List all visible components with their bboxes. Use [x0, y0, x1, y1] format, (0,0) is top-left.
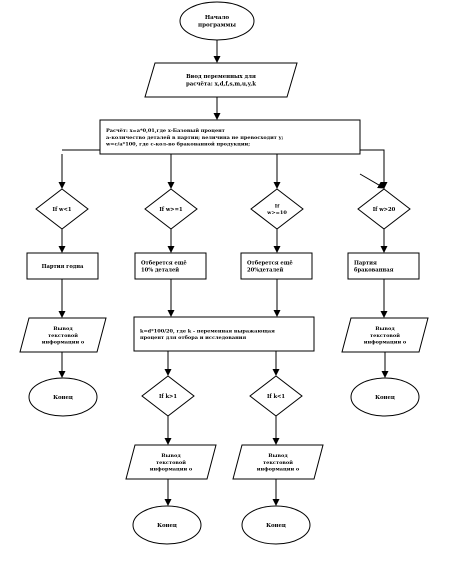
node-dec5-decision: If k>1	[141, 375, 195, 417]
node-out4-label: информации о	[364, 339, 407, 346]
node-dec6-label: If k<1	[267, 394, 285, 400]
node-dec4-decision: If w>20	[357, 188, 411, 230]
node-calc-shape	[99, 119, 361, 155]
node-out4-label: текстовой	[370, 332, 400, 339]
node-start-label: Начало	[205, 15, 230, 21]
node-out1-shape	[19, 317, 107, 353]
node-end1-label: Конец	[53, 395, 73, 401]
connector-calc-to-dec4	[359, 173, 385, 189]
node-end5-shape	[132, 505, 202, 545]
node-out5-label: текстовой	[156, 459, 186, 466]
node-calc2-process: k=d*100/20, где k - переменная выражающа…	[133, 316, 315, 352]
node-dec1-decision: If w<1	[35, 188, 89, 230]
node-end4-shape	[350, 377, 420, 417]
node-proc3-label: Отберется ещё	[247, 259, 293, 266]
node-end4-terminator: Конец	[350, 377, 420, 417]
node-out6-label: Вывод	[268, 453, 288, 459]
node-dec2-shape	[144, 188, 198, 230]
node-proc4-label: бракованная	[354, 266, 394, 273]
node-out4-label: Вывод	[375, 326, 395, 332]
node-proc2-label: 10% деталей	[141, 266, 179, 273]
node-calc-label: a-количество деталей в партии; величина …	[106, 134, 284, 141]
node-dec3-decision: Ifw>=10	[250, 188, 304, 230]
node-end5-terminator: Конец	[132, 505, 202, 545]
node-end1-terminator: Конец	[28, 377, 98, 417]
node-input-shape	[144, 62, 298, 98]
node-proc4-label: Партия	[354, 260, 377, 266]
connector-calc-right-branch	[360, 149, 388, 189]
node-dec2-decision: If w>=1	[144, 188, 198, 230]
node-dec3-shape	[250, 188, 304, 230]
node-out4-shape	[341, 317, 429, 353]
node-calc2-shape	[133, 316, 315, 352]
node-end6-shape	[241, 505, 311, 545]
node-dec2-label: If w>=1	[159, 207, 183, 213]
node-out1-label: текстовой	[48, 332, 78, 339]
node-out6-label: информации о	[257, 466, 300, 473]
node-input-label: расчёта: x,d,f,s,m,u,y,k	[186, 81, 256, 88]
node-calc2-label: k=d*100/20, где k - переменная выражающа…	[140, 328, 275, 334]
node-dec1-label: If w<1	[53, 207, 72, 213]
node-end6-label: Конец	[266, 523, 286, 529]
node-out5-shape	[125, 444, 217, 480]
node-proc2-shape	[134, 252, 207, 280]
node-proc1-process: Партия годна	[26, 252, 99, 280]
node-calc2-label: процент для отбора и исследования	[140, 334, 246, 341]
node-dec6-shape	[249, 375, 303, 417]
node-dec1-shape	[35, 188, 89, 230]
node-dec5-label: If k>1	[159, 394, 177, 400]
node-end4-label: Конец	[375, 395, 395, 401]
node-end5-label: Конец	[157, 523, 177, 529]
node-out1-label: Вывод	[53, 326, 73, 332]
node-proc1-label: Партия годна	[42, 264, 84, 270]
node-input-label: Ввод переменных для	[186, 74, 256, 80]
node-dec4-label: If w>20	[373, 207, 396, 213]
node-proc3-label: 20%деталей	[247, 266, 283, 273]
node-start-terminator: Начало программы	[179, 1, 255, 41]
node-end1-shape	[28, 377, 98, 417]
node-start-shape	[179, 1, 255, 41]
node-calc-label: w=c/a*100, где с-кол-во бракованной прод…	[105, 141, 250, 148]
node-start-label: программы	[198, 23, 236, 29]
node-proc3-shape	[240, 252, 313, 280]
node-out6-label: текстовой	[263, 459, 293, 466]
node-proc4-shape	[347, 252, 420, 280]
node-proc1-shape	[26, 252, 99, 280]
node-dec4-shape	[357, 188, 411, 230]
node-dec6-decision: If k<1	[249, 375, 303, 417]
node-calc-process: Расчёт: x=a*0,01,где x-Базовый процентa-…	[99, 119, 361, 155]
node-out1-label: информации о	[42, 339, 85, 346]
node-dec5-shape	[141, 375, 195, 417]
node-dec3-label: If	[275, 203, 280, 209]
node-dec3-label: w>=10	[266, 210, 287, 216]
node-end6-terminator: Конец	[241, 505, 311, 545]
node-out6-shape	[232, 444, 324, 480]
node-out5-label: Вывод	[161, 453, 181, 459]
node-calc-label: Расчёт: x=a*0,01,где x-Базовый процент	[106, 127, 225, 134]
node-out5-label: информации о	[150, 466, 193, 473]
node-proc2-label: Отберется ещё	[141, 259, 187, 266]
